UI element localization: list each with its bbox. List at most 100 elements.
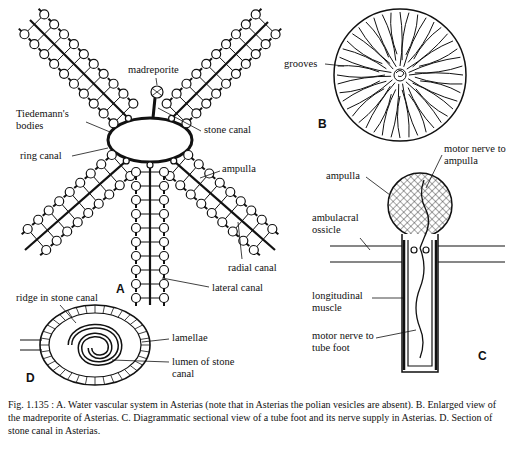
wall-striation xyxy=(135,325,143,329)
tube-foot xyxy=(98,68,101,71)
tube-foot xyxy=(124,179,127,182)
lateral-canal xyxy=(140,256,150,257)
tube-foot xyxy=(275,232,278,235)
tube-foot xyxy=(40,253,43,256)
lateral-canal xyxy=(214,203,221,211)
water-vascular-system xyxy=(19,9,281,306)
lateral-canal xyxy=(259,17,266,24)
tube-foot xyxy=(163,288,165,292)
tiedemanns-body xyxy=(125,115,131,121)
ampulla-bulb xyxy=(132,294,141,303)
lateral-canal xyxy=(189,167,196,175)
wall-striation xyxy=(141,345,150,346)
ampulla-bulb xyxy=(132,224,141,233)
wall-striation xyxy=(138,356,146,359)
lateral-canal xyxy=(179,96,186,103)
lateral-canal xyxy=(54,37,61,44)
stone-canal-wall xyxy=(40,305,150,385)
tube-foot xyxy=(103,197,106,200)
ampulla-bulb xyxy=(160,238,169,247)
tube-foot xyxy=(135,190,137,194)
radial-canal xyxy=(169,22,268,121)
tube-foot xyxy=(163,232,165,236)
lateral-canal xyxy=(41,223,48,231)
lateral-canal xyxy=(34,17,41,24)
ampulla-bulb xyxy=(132,238,141,247)
wall-striation xyxy=(68,373,73,380)
leader-line xyxy=(142,339,169,342)
ampulla-crosshatch xyxy=(388,173,452,237)
lateral-canal xyxy=(87,84,94,91)
lateral-canal xyxy=(150,200,160,201)
lateral-canal xyxy=(100,184,107,192)
tube-foot xyxy=(209,98,212,101)
figure-caption: Fig. 1.135 : A. Water vascular system in… xyxy=(8,398,506,437)
lateral-canal xyxy=(62,204,69,212)
tube-foot xyxy=(194,197,197,200)
tube-foot-wall xyxy=(402,234,438,372)
tube-foot xyxy=(229,78,232,81)
leader-line xyxy=(426,155,442,188)
lateral-canal xyxy=(58,221,65,229)
lateral-canal xyxy=(97,94,104,101)
lateral-canal xyxy=(140,298,150,299)
part-label: ampulla xyxy=(222,163,256,175)
tube-foot xyxy=(249,58,252,61)
madreporite-groove xyxy=(153,89,161,95)
lateral-canal xyxy=(104,87,111,94)
lateral-canal xyxy=(37,240,44,248)
groove xyxy=(406,82,441,123)
tube-foot xyxy=(19,29,22,32)
tube-foot xyxy=(163,260,165,264)
leader-line xyxy=(156,78,157,85)
ampulla-bulb xyxy=(160,182,169,191)
madreporite-centre xyxy=(394,69,406,81)
lateral-canal xyxy=(150,256,160,257)
lateral-canal xyxy=(44,27,51,34)
tube-foot xyxy=(64,195,67,198)
tube-foot xyxy=(254,213,257,216)
tube-foot xyxy=(135,302,137,306)
lateral-canal xyxy=(37,34,44,41)
lateral-canal xyxy=(57,54,64,61)
part-label: stone canal xyxy=(204,124,251,136)
lateral-canal xyxy=(47,44,54,51)
tube-foot xyxy=(32,222,35,225)
part-label: motor nerve to ampulla xyxy=(444,143,508,167)
lateral-canal xyxy=(242,213,249,221)
wall-striation xyxy=(118,373,123,380)
lateral-canal xyxy=(150,214,160,215)
tube-foot xyxy=(135,204,137,208)
lateral-canal xyxy=(206,84,213,91)
tube-foot xyxy=(58,68,61,71)
ampulla-bulb xyxy=(160,224,169,233)
ampulla-bulb xyxy=(160,252,169,261)
tube-foot xyxy=(72,225,75,228)
part-label: ridge in stone canal xyxy=(16,292,98,304)
groove xyxy=(391,13,397,55)
lateral-canal xyxy=(266,24,273,31)
lateral-canal xyxy=(106,104,113,111)
lateral-canal xyxy=(204,193,211,201)
tube-foot xyxy=(223,185,226,188)
tube-foot xyxy=(135,274,137,278)
ampulla-bulb xyxy=(160,266,169,275)
part-label: lumen of stone canal xyxy=(172,356,242,380)
leader-line xyxy=(162,278,209,287)
tiedemanns-body xyxy=(123,158,129,164)
tube-foot xyxy=(202,167,205,170)
madreporite-outline xyxy=(334,9,466,141)
lateral-canal xyxy=(225,212,232,220)
lateral-canal xyxy=(211,186,218,194)
lateral-canal xyxy=(140,242,150,243)
tube-foot xyxy=(204,206,207,209)
stone-canal-section xyxy=(20,305,150,385)
wall-striation xyxy=(60,370,66,376)
madreporite xyxy=(151,86,163,98)
tube-foot xyxy=(93,206,96,209)
lateral-canal xyxy=(114,158,121,166)
tube-foot xyxy=(163,246,165,250)
lateral-canal xyxy=(93,177,100,185)
tube-foot xyxy=(236,234,239,237)
groove xyxy=(340,81,380,93)
